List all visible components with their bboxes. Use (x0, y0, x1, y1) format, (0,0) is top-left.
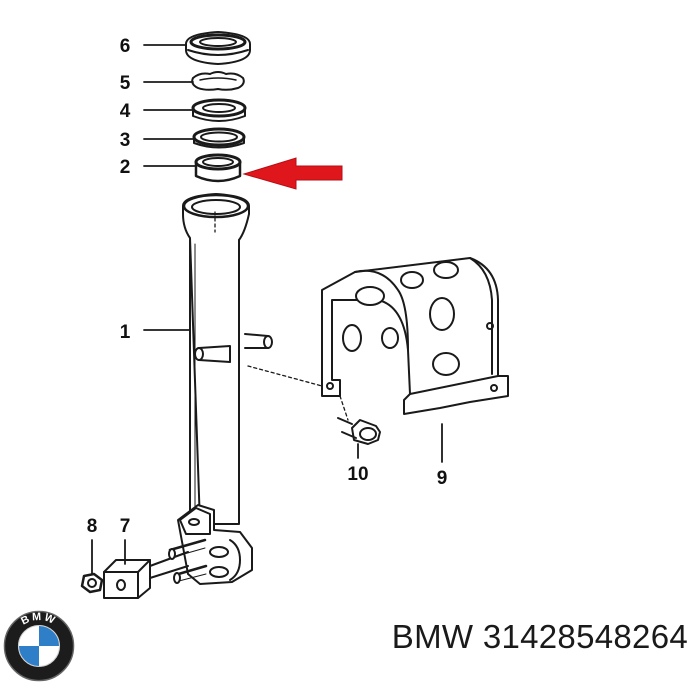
callout-5: 5 (120, 73, 131, 94)
guide-line-bracket (247, 365, 323, 387)
callout-3: 3 (120, 130, 131, 151)
logo-letters: BMW (19, 611, 56, 628)
part-caption: BMW 31428548264 (392, 618, 688, 656)
callout-2: 2 (120, 157, 131, 178)
callout-9: 9 (437, 468, 448, 489)
part-8-nut (80, 572, 104, 594)
callout-8: 8 (87, 516, 98, 537)
part-9-bracket (321, 257, 509, 415)
callout-1: 1 (120, 322, 131, 343)
brand-name: BMW (391, 618, 474, 655)
callout-10: 10 (347, 464, 368, 485)
bmw-roundel-icon: BMW (3, 610, 75, 682)
callout-4: 4 (120, 101, 131, 122)
part-1-fork-tube (177, 193, 273, 585)
part-number: 31428548264 (482, 618, 688, 655)
part-10-bolt (337, 417, 381, 445)
arrow-left-icon (242, 157, 343, 190)
part-4-bearing-ring (191, 98, 247, 122)
part-5-wave-washer (191, 71, 245, 91)
part-3-seal-ring (192, 127, 246, 149)
guide-line-bolt (339, 395, 349, 421)
callout-7: 7 (120, 516, 131, 537)
part-6-dust-cap (185, 31, 251, 65)
callout-6: 6 (120, 36, 131, 57)
part-2-bushing (194, 153, 242, 183)
svg-text:BMW: BMW (19, 611, 58, 628)
part-7-clamp (103, 538, 208, 599)
